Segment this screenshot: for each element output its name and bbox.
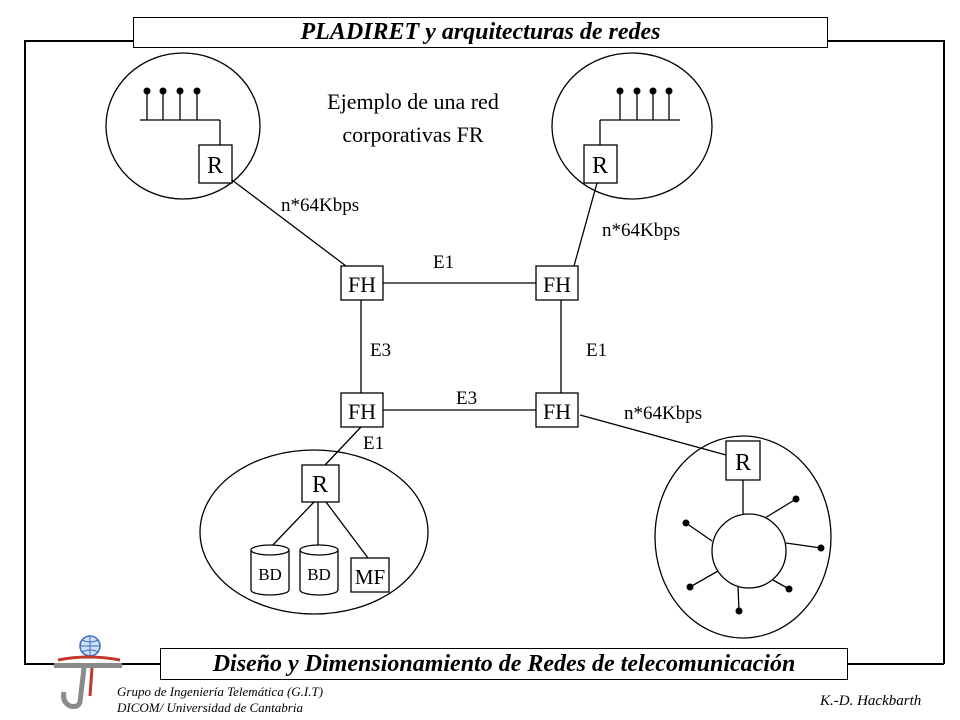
frame-top-right [826,40,944,42]
ring-network [711,513,787,589]
router-bottom-left [301,464,340,503]
link-label-top-left: n*64Kbps [281,195,359,216]
terminals [143,87,825,615]
frame-right [943,40,945,664]
site-bottom-right [654,435,832,639]
mainframe-label: MF [355,565,385,589]
link-r-tl-to-fh [231,179,347,267]
lan-bus-top-right [599,91,680,145]
router-label: R [735,450,751,476]
frame-left [24,40,26,664]
site-bottom-left [199,449,429,615]
frame-bottom-right [846,663,944,665]
router-label: R [592,153,608,179]
diagram-caption-line1: Ejemplo de una red [327,89,499,114]
link-label-left: E3 [370,340,391,361]
terminal-dot [785,585,793,593]
router-top-left [198,144,233,184]
fh-label: FH [543,399,571,424]
terminal-dot [193,87,201,95]
fh-node-bottom-left [340,392,384,428]
terminal-dot [616,87,624,95]
ring-spoke-3 [785,542,822,549]
fh-label: FH [348,272,376,297]
fh-node-top-left [340,265,384,301]
terminal-dot [649,87,657,95]
link-r-bl-to-db1 [269,501,315,549]
link-r-tr-to-fh [573,182,598,267]
database-label: BD [307,565,331,584]
terminal-dot [686,583,694,591]
terminal-dot [792,495,800,503]
terminal-dot [176,87,184,95]
git-logo [54,635,122,709]
database-2 [299,544,339,596]
fh-node-bottom-right [535,392,579,428]
ring-spoke-5 [737,585,740,612]
site-top-left [105,52,261,200]
router-top-right [583,144,618,184]
terminal-dot [665,87,673,95]
mainframe [350,557,390,593]
link-label-top-right: n*64Kbps [602,220,680,241]
fh-label: FH [348,399,376,424]
site-top-right [551,52,713,200]
link-fh-to-r-bl [324,426,362,466]
link-label-bottom: E3 [456,388,477,409]
database-label: BD [258,565,282,584]
fh-label: FH [543,272,571,297]
link-fh-to-r-br [579,414,727,456]
router-label: R [312,472,328,498]
fh-node-top-right [535,265,579,301]
router-bottom-right [725,440,761,481]
terminal-dot [633,87,641,95]
page-title: PLADIRET y arquitecturas de redes [133,17,828,48]
terminal-dot [143,87,151,95]
footer-group: Grupo de Ingeniería Telemática (G.I.T) [117,684,324,699]
terminal-dot [735,607,743,615]
ring-spoke-2 [764,498,797,519]
frame-top-left [24,40,134,42]
ring-spoke-6 [689,570,719,588]
link-label-top: E1 [433,252,454,273]
footer-title: Diseño y Dimensionamiento de Redes de te… [160,648,848,680]
link-label-bottom-left: E1 [363,433,384,454]
ring-spoke-1 [685,522,713,542]
link-r-bl-to-mf [325,501,369,559]
router-label: R [207,153,223,179]
terminal-dot [682,519,690,527]
footer-author: K.-D. Hackbarth [820,693,922,709]
lan-bus-top-left [140,91,221,145]
database-1 [250,544,290,596]
link-label-right: E1 [586,340,607,361]
terminal-dot [159,87,167,95]
terminal-dot [817,544,825,552]
footer-university: DICOM/ Universidad de Cantabria [117,700,303,715]
link-label-bottom-right: n*64Kbps [624,403,702,424]
diagram-caption-line2: corporativas FR [342,122,483,147]
